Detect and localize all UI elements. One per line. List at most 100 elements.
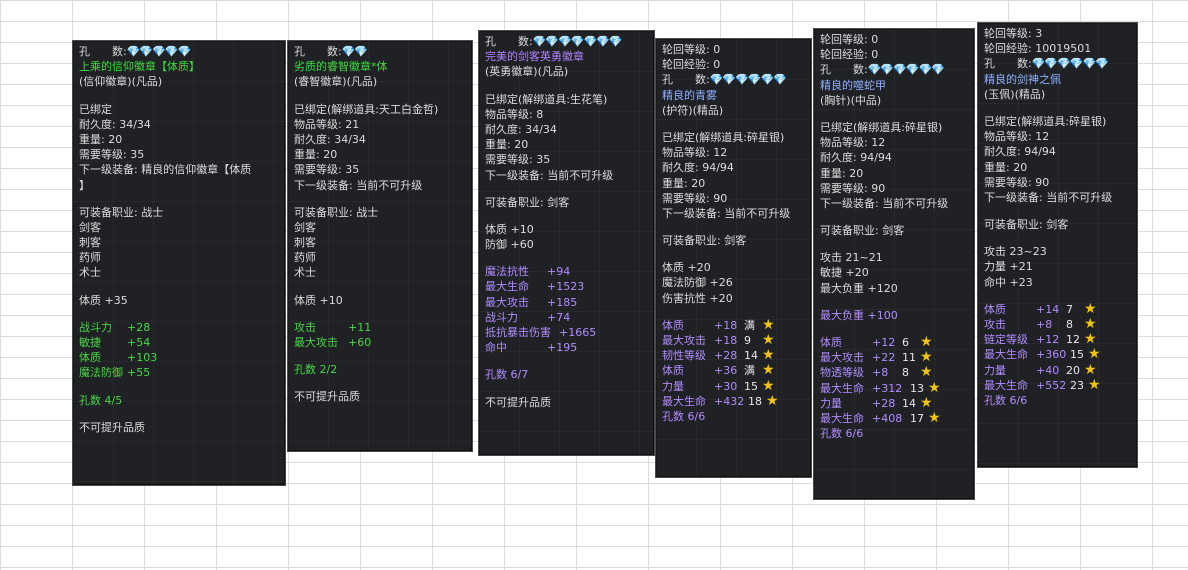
bonus-stat: 最大攻击+60 [294, 336, 372, 349]
next-equip: 下一级装备: 当前不可升级 [294, 178, 423, 192]
item-level: 物品等级: 12 [984, 130, 1050, 144]
star-icon: ★ [762, 332, 775, 348]
base-stat: 最大负重 +120 [820, 281, 898, 295]
job-label: 可装备职业: 战士 [79, 205, 164, 219]
bound-status: 已绑定(解绑道具:碎星银) [984, 114, 1107, 128]
weight: 重量: 20 [662, 176, 706, 190]
star-icon: ★ [920, 394, 933, 411]
slots-row: 孔 数:💎💎💎💎💎 [79, 44, 279, 59]
rebirth-level: 轮回等级: 3 [984, 27, 1043, 40]
job-item: 刺客 [79, 236, 101, 250]
rebirth-level: 轮回等级: 0 [820, 33, 879, 46]
gem-icons: 💎💎💎💎💎 [126, 45, 191, 58]
next-equip: 下一级装备: 精良的信仰徽章【体质 [79, 163, 252, 177]
weight: 重量: 20 [984, 160, 1028, 174]
base-stat: 攻击 21~21 [820, 251, 883, 265]
item-name: 完美的剑客英勇徽章 [485, 50, 584, 64]
job-label: 可装备职业: 剑客 [984, 218, 1069, 232]
next-equip: 下一级装备: 当前不可升级 [662, 206, 791, 220]
slots-row: 孔 数:💎💎💎💎💎💎 [984, 56, 1131, 71]
item-type: (信仰徽章)(凡品) [79, 75, 163, 89]
slots-label: 孔 数: [984, 57, 1032, 71]
next-equip: 下一级装备: 当前不可升级 [485, 168, 614, 182]
bonus-stat: 最大生命+1523 [485, 280, 585, 294]
bonus-stat: 敏捷+54 [79, 336, 151, 349]
required-level: 需要等级: 90 [662, 191, 728, 205]
job-item: 剑客 [294, 220, 316, 234]
next-equip-cont: 】 [79, 178, 90, 192]
base-stat: 防御 +60 [485, 238, 534, 252]
item-type: (睿智徽章)(凡品) [294, 75, 378, 89]
item-tooltip-6: 轮回等级: 3 轮回经验: 10019501 孔 数:💎💎💎💎💎💎 精良的剑神之… [977, 22, 1138, 468]
durability: 耐久度: 94/94 [984, 145, 1056, 159]
base-stat: 命中 +23 [984, 275, 1033, 289]
star-icon: ★ [1084, 331, 1097, 348]
job-item: 剑客 [79, 220, 101, 234]
weight: 重量: 20 [820, 166, 864, 180]
bonus-stat: 最大攻击+185 [485, 295, 578, 309]
hole-count: 孔数 6/6 [984, 393, 1028, 407]
durability: 耐久度: 34/34 [294, 132, 366, 146]
star-icon: ★ [920, 334, 933, 350]
job-item: 药师 [294, 251, 316, 265]
star-icon: ★ [1088, 346, 1101, 363]
hole-count: 孔数 6/6 [662, 409, 706, 423]
item-name: 上乘的信仰徽章【体质】 [79, 60, 200, 74]
base-stat: 伤害抗性 +20 [662, 291, 733, 305]
slots-row: 孔 数:💎💎💎💎💎💎💎 [485, 34, 648, 49]
gem-icons: 💎💎 [341, 45, 368, 58]
durability: 耐久度: 94/94 [820, 151, 892, 165]
item-name: 精良的青雾 [662, 88, 717, 102]
job-label: 可装备职业: 剑客 [662, 234, 747, 248]
job-item: 药师 [79, 251, 101, 265]
base-stat: 体质 +20 [662, 261, 711, 275]
durability: 耐久度: 34/34 [79, 117, 151, 131]
slots-label: 孔 数: [662, 73, 710, 87]
base-stat: 体质 +35 [79, 293, 128, 307]
slots-label: 孔 数: [485, 35, 533, 48]
star-icon: ★ [762, 362, 775, 379]
extra-stat: 最大负重 +100 [820, 308, 898, 322]
star-icon: ★ [766, 392, 779, 409]
rebirth-exp: 轮回经验: 0 [662, 58, 721, 72]
job-label: 可装备职业: 剑客 [820, 224, 905, 238]
durability: 耐久度: 34/34 [485, 122, 557, 136]
star-icon: ★ [762, 316, 775, 333]
bonus-stat: 体质+103 [79, 351, 158, 365]
hole-count: 孔数 6/7 [485, 368, 529, 382]
star-icon: ★ [928, 379, 941, 396]
base-stat: 魔法防御 +26 [662, 276, 733, 290]
star-icon: ★ [1084, 300, 1097, 317]
star-icon: ★ [1088, 376, 1101, 393]
required-level: 需要等级: 90 [820, 181, 886, 195]
slots-label: 孔 数: [79, 45, 127, 58]
slots-label: 孔 数: [294, 45, 342, 58]
rebirth-level: 轮回等级: 0 [662, 43, 721, 56]
gem-icons: 💎💎💎💎💎💎 [867, 63, 945, 77]
required-level: 需要等级: 35 [294, 163, 360, 177]
base-stat: 力量 +21 [984, 260, 1033, 274]
rebirth-exp: 轮回经验: 10019501 [984, 42, 1092, 56]
star-icon: ★ [762, 377, 775, 394]
required-level: 需要等级: 35 [79, 148, 145, 162]
bonus-stat: 战斗力+74 [485, 310, 571, 324]
item-tooltip-4: 轮回等级: 0 轮回经验: 0 孔 数:💎💎💎💎💎💎 精良的青雾 (护符)(精品… [655, 38, 812, 478]
bonus-stat: 战斗力+28 [79, 320, 151, 334]
bound-status: 已绑定(解绑道具:天工白金哲) [294, 102, 439, 116]
bonus-stat: 魔法防御+55 [79, 366, 151, 380]
slots-row: 孔 数:💎💎💎💎💎💎 [820, 62, 968, 77]
item-level: 物品等级: 8 [485, 107, 544, 121]
job-label: 可装备职业: 剑客 [485, 195, 570, 209]
item-level: 物品等级: 21 [294, 117, 360, 131]
base-stat: 敏捷 +20 [820, 266, 869, 280]
item-type: (胸针)(中品) [820, 93, 882, 107]
